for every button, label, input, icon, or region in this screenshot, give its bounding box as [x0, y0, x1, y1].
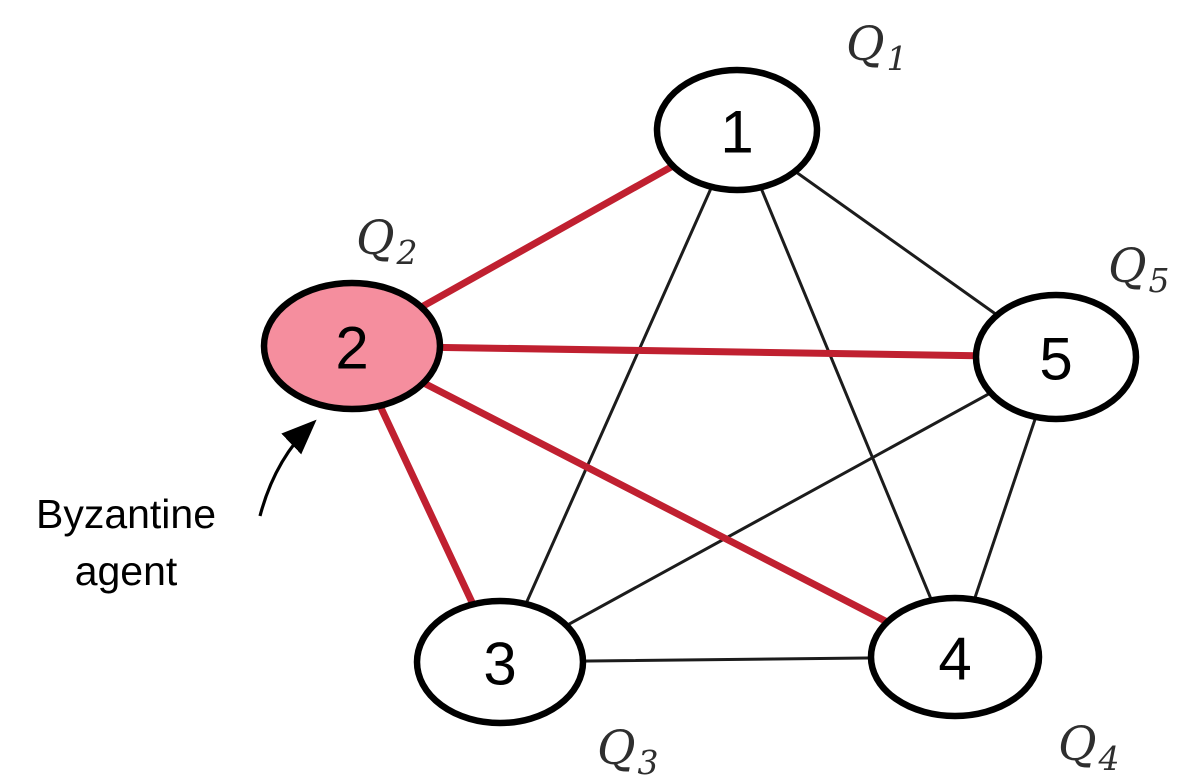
quantity-label-q4: Q4 [1058, 717, 1120, 778]
node-ellipse-5 [972, 291, 1140, 423]
node-label-4: 4 [938, 626, 971, 693]
node-label-5: 5 [1039, 326, 1072, 393]
node-ellipse-1 [653, 66, 821, 194]
agent-node-1: 1 [653, 66, 821, 194]
node-ellipse-4 [867, 594, 1043, 720]
byzantine-edge-layer [348, 126, 1060, 666]
node-ellipse-2 [260, 279, 444, 413]
node-layer: 1 2 3 4 5 [260, 66, 1140, 727]
edge-layer [498, 128, 1058, 664]
agent-node-3: 3 [413, 597, 587, 727]
byzantine-edge-2-5 [348, 342, 1060, 361]
quantity-label-q1: Q1 [846, 17, 908, 78]
byzantine-agent-label: Byzantine agent [0, 486, 252, 599]
node-label-2: 2 [335, 315, 368, 382]
byzantine-agent-label-line2: agent [74, 547, 178, 594]
quantity-label-q5: Q5 [1108, 239, 1170, 300]
byzantine-edge-2-4 [348, 342, 959, 661]
quantity-label-q3: Q3 [597, 721, 659, 778]
node-label-1: 1 [720, 99, 753, 166]
edge-1-4 [735, 128, 957, 659]
edge-3-5 [498, 355, 1058, 664]
node-ellipse-3 [413, 597, 587, 727]
quantity-label-q2: Q2 [356, 211, 418, 272]
edge-1-3 [498, 128, 739, 664]
node-label-3: 3 [483, 631, 516, 698]
byzantine-agent-node: 2 [260, 279, 444, 413]
byzantine-agent-label-line1: Byzantine [35, 491, 217, 537]
agent-node-5: 5 [972, 291, 1140, 423]
byzantine-pointer-arrow [258, 419, 317, 517]
agent-node-4: 4 [867, 594, 1043, 720]
